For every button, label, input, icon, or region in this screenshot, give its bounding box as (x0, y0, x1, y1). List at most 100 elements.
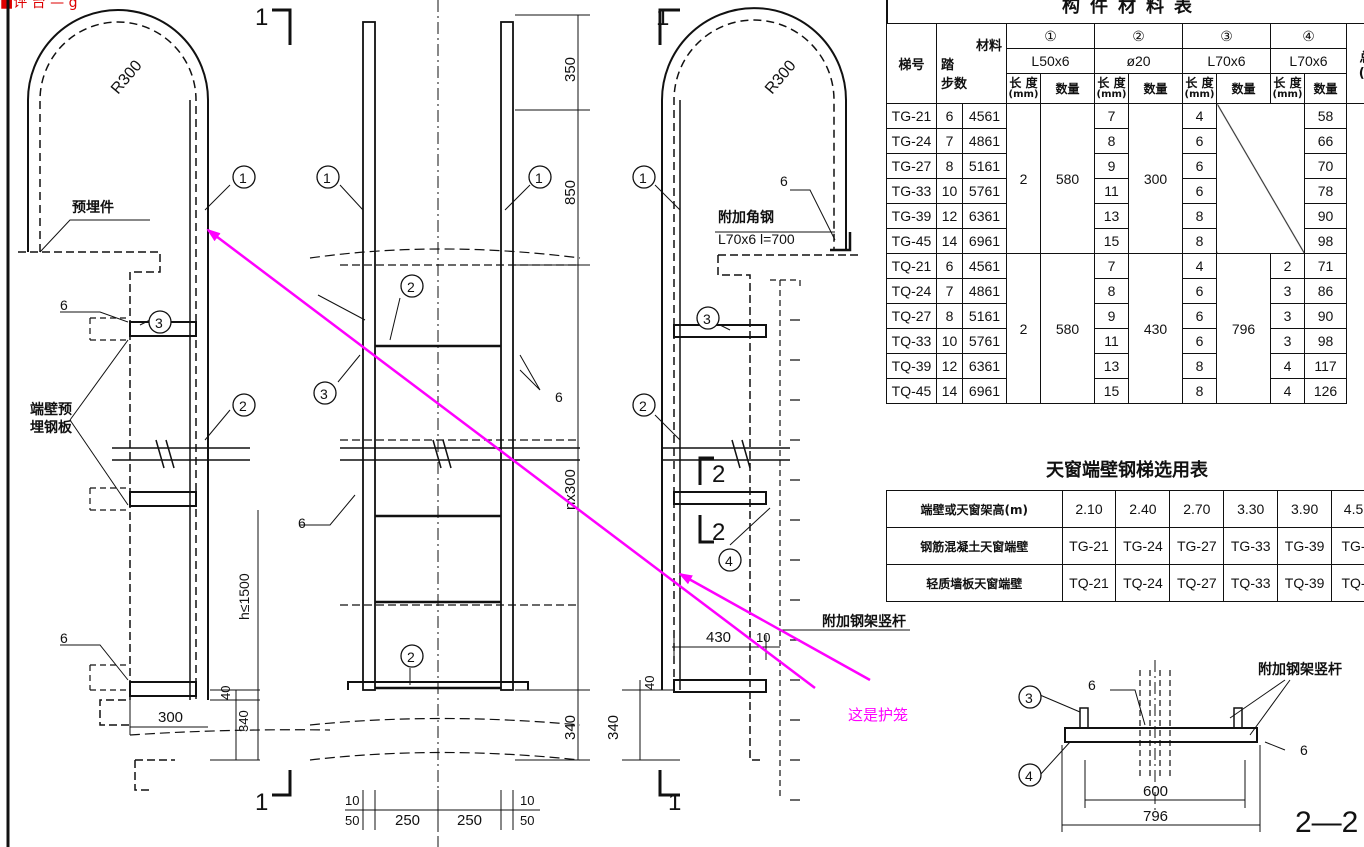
selection-row-label: 钢筋混凝土天窗端壁 (886, 527, 1063, 565)
part-1-spec: L50x6 (1006, 48, 1095, 74)
cell-p1-qty: 2 (1006, 103, 1041, 254)
weld-6-f: 6 (1088, 677, 1096, 693)
section-mark-right-top: 1 (656, 4, 669, 31)
cell-steps: 8 (936, 303, 963, 329)
dim-10-right: 10 (756, 630, 770, 645)
cell-p3-qty: 8 (1182, 203, 1217, 229)
header-material-steps: 材料 踏 步数 (936, 23, 1007, 104)
cell-steps: 7 (936, 128, 963, 154)
cell-steps: 8 (936, 153, 963, 179)
svg-text:3: 3 (320, 386, 328, 402)
material-table: 梯号 材料 踏 步数 ① ② ③ ④ 总(k L50x6 ø20 L70x6 L… (886, 23, 1364, 404)
dim-796: 796 (1143, 808, 1168, 825)
extra-angle-label-1: 附加角钢 (718, 209, 774, 226)
annotation-arrows: 这是护笼 (206, 228, 908, 724)
drawing-number: 2—2 (1295, 806, 1358, 839)
cell-steps: 14 (936, 228, 963, 254)
cell-p2-qty: 11 (1094, 178, 1129, 204)
cell-ladder-id: TG-21 (886, 103, 937, 129)
cell-p2-qty: 15 (1094, 378, 1129, 404)
cell-steps: 10 (936, 328, 963, 354)
svg-text:2: 2 (407, 649, 415, 665)
cell-total: 71 (1304, 253, 1347, 279)
cell-p2-qty: 8 (1094, 278, 1129, 304)
dim-250-b: 250 (457, 812, 482, 829)
dim-10-a: 10 (345, 793, 359, 808)
cell-steps: 12 (936, 353, 963, 379)
cell-p3-qty: 8 (1182, 353, 1217, 379)
header-length-4: 长 度(mm) (1270, 73, 1305, 104)
cell-total: 58 (1304, 103, 1347, 129)
header-fragment: ■评 台 — g (0, 0, 78, 11)
header-qty-2: 数量 (1128, 73, 1183, 104)
header-total: 总(k (1346, 23, 1364, 104)
dim-430: 430 (706, 629, 731, 646)
cell-p2-length: 580 (1040, 253, 1095, 404)
cell-total: 126 (1304, 378, 1347, 404)
cell-total: 117 (1304, 353, 1347, 379)
dim-50-b: 50 (520, 813, 534, 828)
callout-2-mid-a: 2 (400, 274, 424, 298)
cell-p1-length: 6361 (962, 203, 1007, 229)
part-2-num: ② (1094, 23, 1183, 49)
cell-steps: 7 (936, 278, 963, 304)
cell-p4-qty: 3 (1270, 328, 1305, 354)
dim-250-a: 250 (395, 812, 420, 829)
header-length-1: 长 度(mm) (1006, 73, 1041, 104)
extra-post-label-2: 附加钢架竖杆 (1258, 661, 1342, 678)
cell-p4-qty: 3 (1270, 303, 1305, 329)
cell-ladder-id: TQ-24 (886, 278, 937, 304)
callout-3-mid: 3 (313, 381, 337, 405)
dim-50-a: 50 (345, 813, 359, 828)
callout-1-right: 1 (632, 165, 656, 189)
cell-p1-length: 4561 (962, 103, 1007, 129)
cell-ladder-id: TG-45 (886, 228, 937, 254)
h-limit-dim: h≤1500 (236, 573, 252, 620)
height-cell: 2.10 (1061, 490, 1117, 528)
callout-1-left: 1 (232, 165, 256, 189)
cell-p3-length: 300 (1128, 103, 1183, 254)
cell-p4-qty: 4 (1270, 378, 1305, 404)
callout-1-mid-b: 1 (528, 165, 552, 189)
svg-text:4: 4 (1025, 768, 1033, 784)
cell-p4-qty: 2 (1270, 253, 1305, 279)
cell-ladder-id: TQ-39 (886, 353, 937, 379)
callout-4-section: 4 (1018, 763, 1042, 787)
annotation-text: 这是护笼 (848, 706, 908, 724)
callout-2-mid-b: 2 (400, 644, 424, 668)
cell-steps: 14 (936, 378, 963, 404)
part-4-spec: L70x6 (1270, 48, 1347, 74)
svg-text:1: 1 (239, 170, 247, 186)
cell-steps: 6 (936, 253, 963, 279)
dim-340-left: 340 (236, 710, 251, 732)
cell-total: 66 (1304, 128, 1347, 154)
svg-text:2: 2 (239, 398, 247, 414)
svg-text:2: 2 (639, 398, 647, 414)
section-mark-mid-top: 2 (712, 461, 725, 488)
cell-p2-length: 580 (1040, 103, 1095, 254)
right-view-labels: 1 1 2 2 R300 附加角钢 L70x6 l=700 6 430 10 4… (605, 4, 906, 816)
header-length-3: 长 度(mm) (1182, 73, 1217, 104)
selection-row-label: 轻质墙板天窗端壁 (886, 564, 1063, 602)
cell-p3-qty: 6 (1182, 303, 1217, 329)
cell-p2-qty: 9 (1094, 153, 1129, 179)
callout-4-right: 4 (718, 548, 742, 572)
header-qty-4: 数量 (1304, 73, 1347, 104)
cell-ladder-id: TG-33 (886, 178, 937, 204)
middle-view-labels: 350 850 nx300 340 250 250 10 50 10 50 6 … (298, 57, 579, 829)
extra-angle-label-2: L70x6 l=700 (718, 231, 795, 247)
svg-text:1: 1 (639, 170, 647, 186)
svg-text:3: 3 (703, 311, 711, 327)
cell-p1-length: 5161 (962, 153, 1007, 179)
dim-40-right: 40 (642, 676, 657, 690)
selection-cell: TQ-21 (1061, 564, 1117, 602)
selection-cell: TG-27 (1169, 527, 1225, 565)
